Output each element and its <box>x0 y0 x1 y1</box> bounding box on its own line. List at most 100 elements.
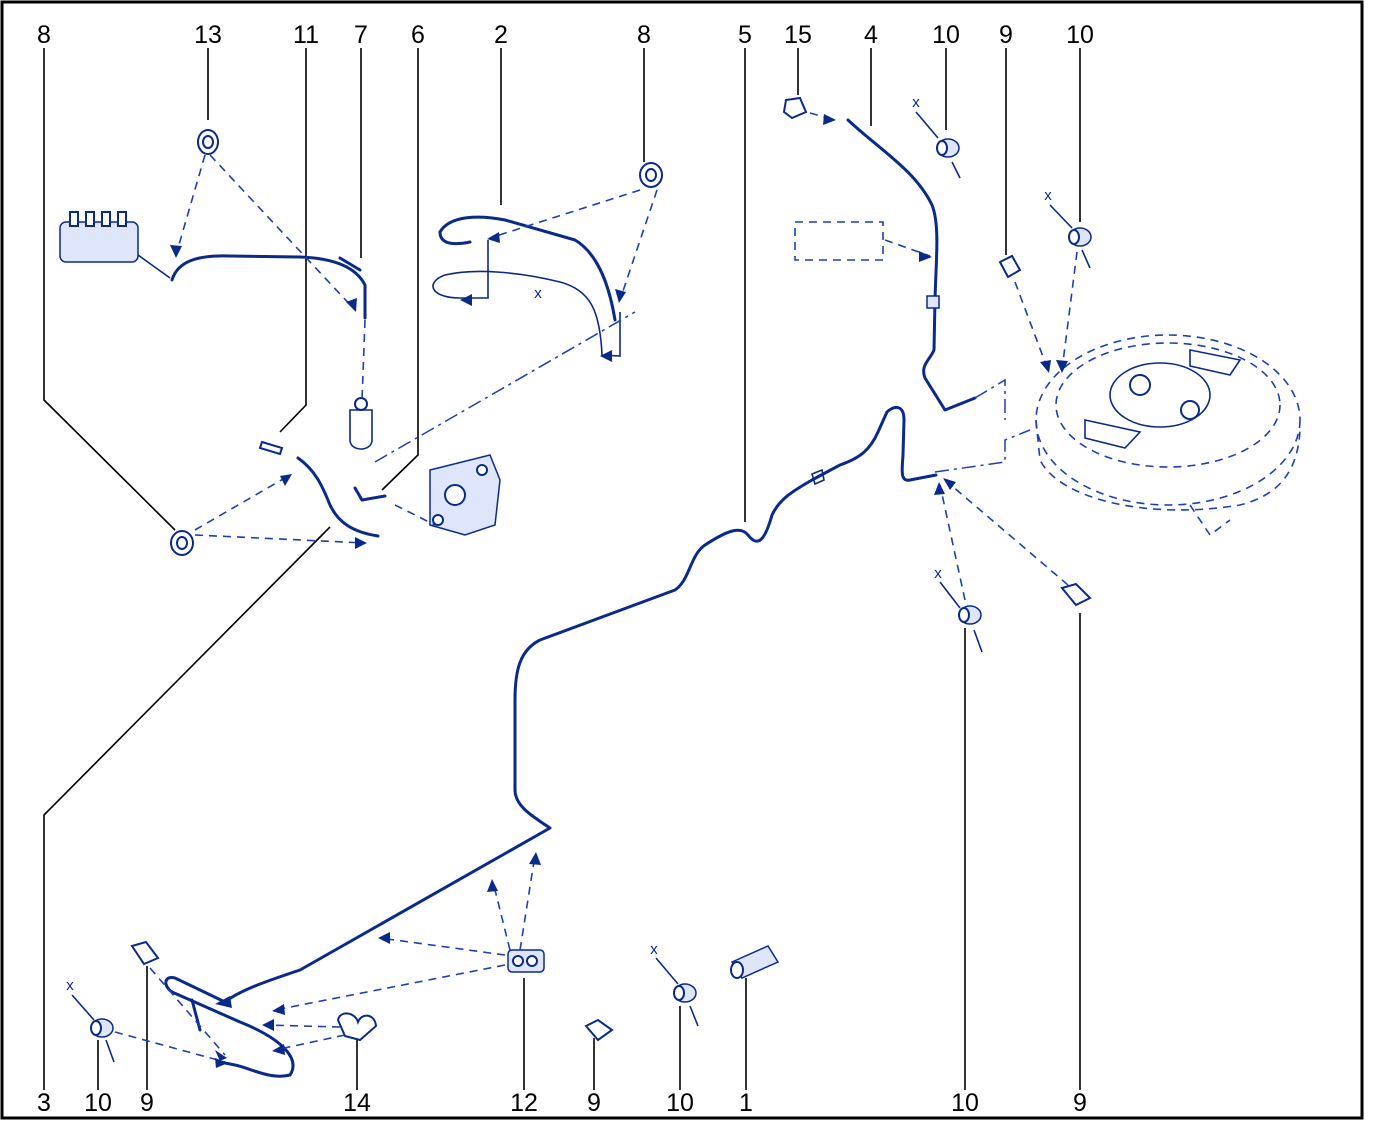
arrowhead-14 <box>487 879 498 892</box>
arrow-14-to-loop-b <box>274 1034 346 1051</box>
arrow-10-to-tank <box>1061 251 1078 371</box>
callout-10-bm: 10 <box>666 1089 694 1117</box>
x-mark-routing: x <box>534 285 542 302</box>
clamp-13 <box>197 129 219 155</box>
screw-9-br-head <box>1060 582 1092 607</box>
x-mark-top2: x <box>1044 187 1052 204</box>
tank-feed-link <box>934 429 1031 473</box>
arrowhead-6 <box>355 537 367 549</box>
arrow-9br-to-pipe <box>944 479 1069 586</box>
arrow-10br-to-pipe <box>939 484 966 601</box>
screw-9-top-head <box>998 254 1022 279</box>
pipe-5-clip <box>811 468 825 486</box>
pointer-a <box>915 111 939 139</box>
arrow-hose7-to-filter <box>361 319 366 401</box>
rail-injector-b <box>85 211 95 227</box>
arrowhead-19 <box>215 1050 227 1061</box>
arrowhead-23 <box>600 350 612 362</box>
fittings <box>90 96 1092 1042</box>
x-mark-bl: x <box>66 977 74 994</box>
clamp-13-inner <box>202 135 214 149</box>
fuel-filter <box>349 397 373 450</box>
sleeve-10-br-face <box>958 607 970 623</box>
pointer-e <box>939 581 961 609</box>
arrow-12-to-pipe-a <box>379 937 506 956</box>
callout-12: 12 <box>510 1089 538 1117</box>
pipe-3 <box>296 456 380 538</box>
sleeve-10-bl <box>90 1018 114 1038</box>
sleeve-10-br <box>958 605 982 625</box>
arrow-13-to-rail <box>175 154 206 256</box>
sleeve-10-bm <box>673 983 697 1003</box>
arrow-10bl-to-loop <box>114 1031 226 1063</box>
screw-9-bm-head <box>584 1018 614 1042</box>
callout-6: 6 <box>411 21 425 49</box>
reference-box <box>794 221 884 261</box>
routing-dash-dot <box>374 311 636 463</box>
arrow-12-to-pipe-b <box>492 881 511 951</box>
pointer-d <box>1081 249 1091 269</box>
part-6-fitting <box>353 486 387 502</box>
arrow-6-to-pump <box>394 504 436 526</box>
diagram-border <box>0 0 1364 1120</box>
arrowhead-8 <box>919 251 932 262</box>
rail-injector-a <box>69 211 79 227</box>
arrowheads <box>170 114 1068 1068</box>
high-pressure-pump <box>429 454 501 536</box>
hose-7-connector <box>338 256 362 272</box>
tank-bracket-left <box>1084 419 1142 449</box>
arrow-9bl-to-loop <box>149 967 226 1056</box>
arrow-box-to-pipe4 <box>884 239 931 257</box>
sleeve-10-bl-face <box>90 1020 102 1036</box>
screw-9-br <box>1060 582 1092 607</box>
rail-injector-d <box>117 211 127 227</box>
arrowhead-11 <box>934 482 945 495</box>
sleeve-10-top2 <box>1068 227 1092 247</box>
callout-13: 13 <box>194 21 222 49</box>
clip-14-body <box>336 1012 378 1042</box>
pipe-4-clip <box>926 295 940 309</box>
sender-flange <box>1109 362 1211 428</box>
arrowhead-20 <box>215 1058 228 1068</box>
callout-4: 4 <box>864 21 878 49</box>
rail-outlet <box>137 254 171 279</box>
pump-shaft <box>444 484 466 506</box>
x-mark-bm: x <box>650 941 658 958</box>
rail-injector-c <box>101 211 111 227</box>
tank-bracket-top <box>1189 349 1242 376</box>
tank-return-link <box>974 378 1006 420</box>
arrowhead-3 <box>487 232 500 243</box>
clamp-8-left <box>170 530 194 556</box>
arrowhead-18 <box>272 1044 285 1055</box>
screw-9-top <box>998 254 1022 279</box>
arrow-8r-to-hose2 <box>489 189 641 239</box>
arrow-14-to-loop-a <box>264 1024 341 1028</box>
arrowhead-2 <box>346 298 357 312</box>
screw-9-bl <box>130 940 160 966</box>
pump-port-a <box>476 464 488 476</box>
assembly-arrows <box>114 112 1078 1063</box>
leader-6 <box>381 48 419 491</box>
part-11-banjo-bolt <box>258 440 284 456</box>
arrowhead-22 <box>460 294 472 306</box>
callout-8-right: 8 <box>637 21 651 49</box>
fuel-tank <box>934 334 1301 537</box>
pointer-f <box>973 629 983 653</box>
arrow-9-to-tank <box>1014 281 1049 371</box>
arrowhead-5 <box>280 474 292 486</box>
callout-9-top: 9 <box>999 21 1013 49</box>
arrowhead-1 <box>170 245 182 258</box>
hose-2-end <box>438 230 472 246</box>
clamp-8l-inner <box>176 536 188 550</box>
screw-9-bm <box>584 1018 614 1042</box>
callout-9-br: 9 <box>1073 1089 1087 1117</box>
x-mark-top1: x <box>912 94 920 111</box>
callout-3: 3 <box>37 1089 51 1117</box>
leader-11 <box>279 48 307 433</box>
screw-9-bl-head <box>130 940 160 966</box>
callout-7: 7 <box>354 21 368 49</box>
sender-port-a <box>1129 374 1151 396</box>
callout-9-bl: 9 <box>140 1089 154 1117</box>
arrow-8l-to-pump <box>194 534 366 544</box>
